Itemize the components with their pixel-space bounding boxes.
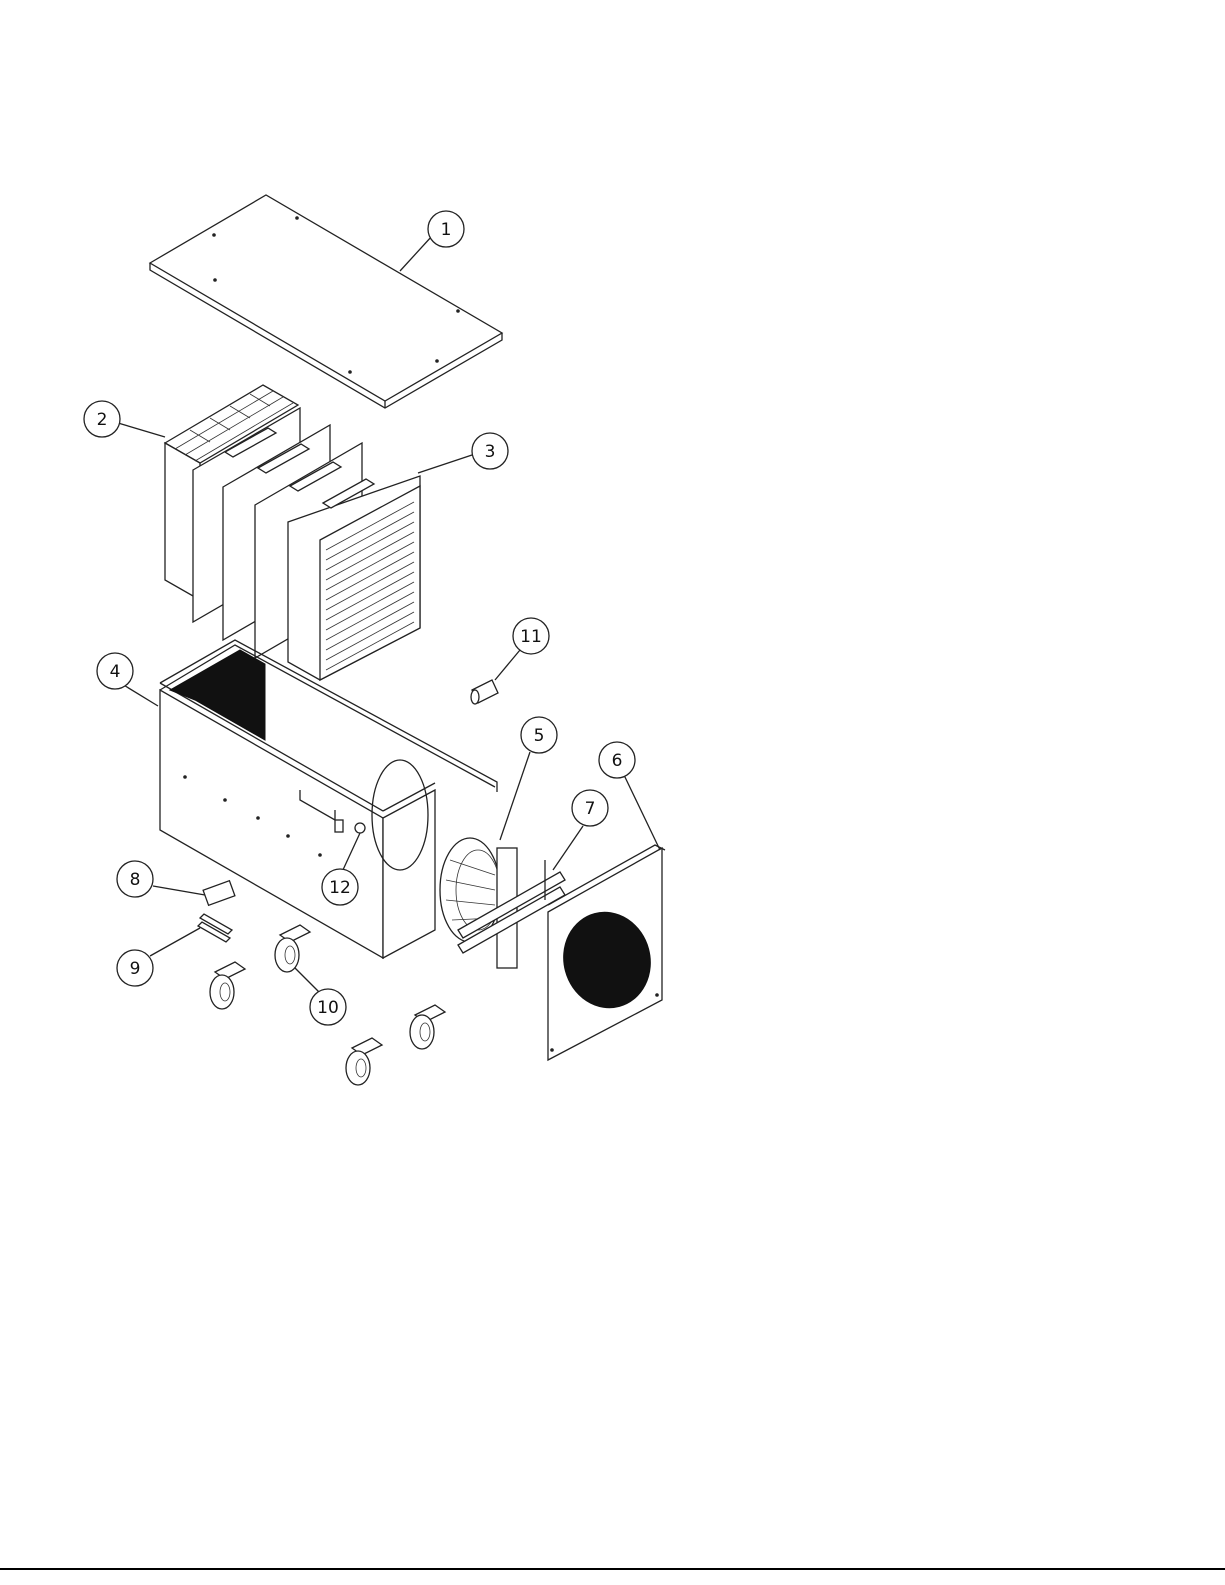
callout-5: 5 xyxy=(521,717,557,753)
part-capacitor xyxy=(203,881,235,906)
callout-2: 2 xyxy=(84,401,120,437)
callout-6: 6 xyxy=(599,742,635,778)
svg-text:1: 1 xyxy=(441,220,452,240)
callout-4: 4 xyxy=(97,653,133,689)
part-front-panel xyxy=(548,845,665,1060)
caster xyxy=(410,1005,445,1049)
callout-11: 11 xyxy=(513,618,549,654)
callout-10: 10 xyxy=(310,989,346,1025)
callout-7: 7 xyxy=(572,790,608,826)
caster xyxy=(210,962,245,1009)
caster xyxy=(275,925,310,972)
svg-text:3: 3 xyxy=(485,442,496,462)
svg-text:12: 12 xyxy=(329,878,351,898)
svg-text:8: 8 xyxy=(130,870,141,890)
part-coil-modules xyxy=(193,408,420,680)
svg-text:2: 2 xyxy=(97,410,108,430)
callout-9: 9 xyxy=(117,950,153,986)
footer-rule xyxy=(0,1568,1225,1570)
svg-text:11: 11 xyxy=(520,627,542,647)
part-terminal-strip xyxy=(198,914,232,942)
caster xyxy=(346,1038,382,1085)
svg-text:9: 9 xyxy=(130,959,141,979)
callout-1: 1 xyxy=(428,211,464,247)
callout-12: 12 xyxy=(322,869,358,905)
svg-text:4: 4 xyxy=(110,662,121,682)
svg-text:5: 5 xyxy=(534,726,545,746)
part-fuse xyxy=(471,680,498,704)
callout-8: 8 xyxy=(117,861,153,897)
svg-text:7: 7 xyxy=(585,799,596,819)
svg-text:6: 6 xyxy=(612,751,623,771)
svg-text:10: 10 xyxy=(317,998,339,1018)
callout-3: 3 xyxy=(472,433,508,469)
